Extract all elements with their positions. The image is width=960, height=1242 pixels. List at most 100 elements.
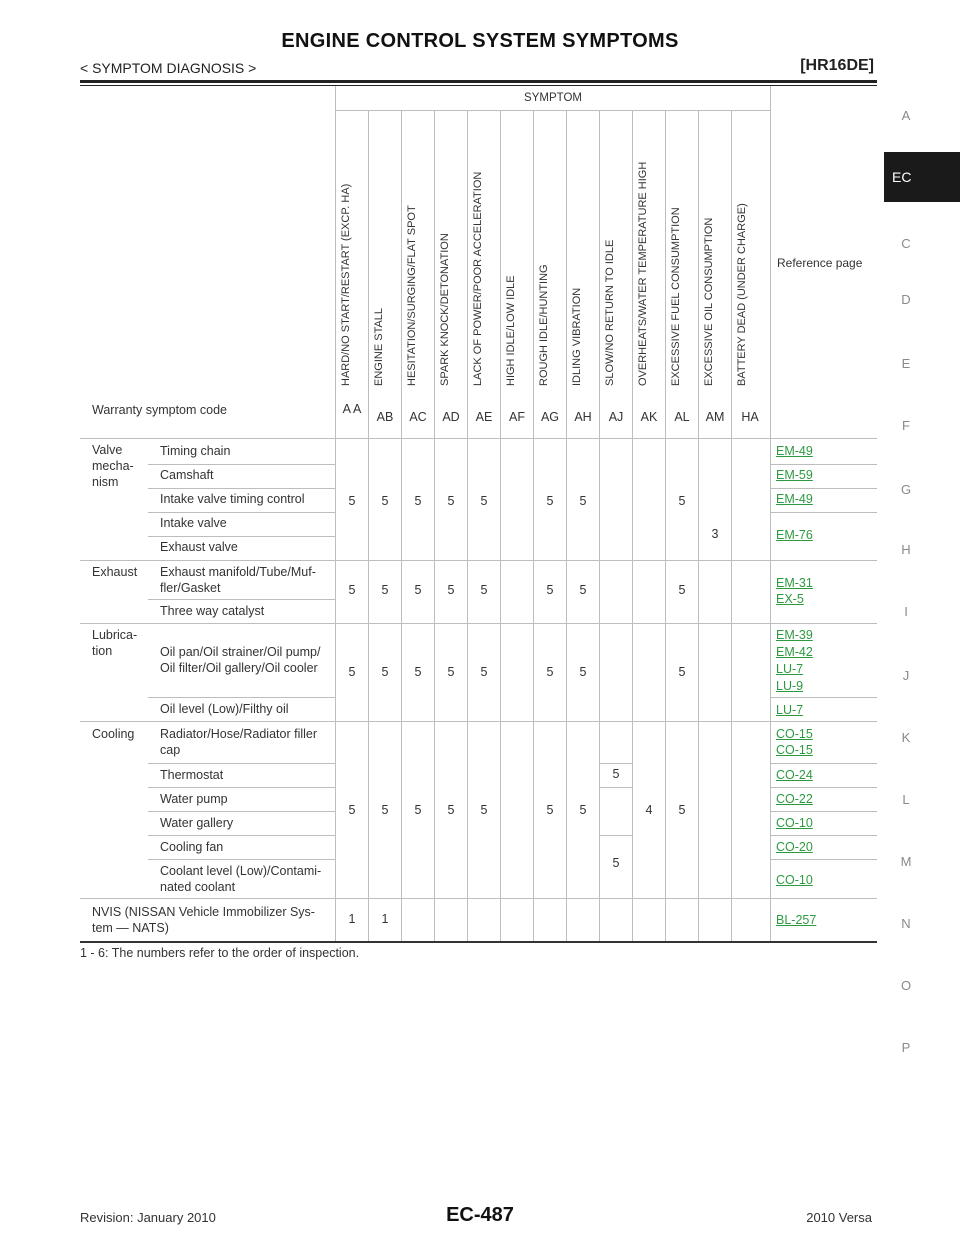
side-index-o[interactable]: O	[900, 978, 912, 993]
value-cell: 5	[381, 494, 389, 508]
value-cell: 5	[447, 583, 455, 597]
ref-link-em39[interactable]: EM-39	[776, 628, 813, 642]
ref-link-co15[interactable]: CO-15	[776, 743, 813, 757]
ref-link-em31[interactable]: EM-31	[776, 576, 813, 590]
row-rule-sub	[599, 787, 632, 788]
col-sep-9	[632, 110, 633, 943]
row-rule-group	[80, 560, 877, 561]
symptom-header: SYMPTOM	[524, 92, 582, 104]
section-label: < SYMPTOM DIAGNOSIS >	[80, 60, 257, 76]
value-cell: 4	[645, 803, 653, 817]
side-index-e[interactable]: E	[901, 356, 911, 371]
item-oil-level: Oil level (Low)/Filthy oil	[160, 702, 289, 716]
col-sep-11	[698, 110, 699, 943]
warranty-code: AM	[705, 410, 725, 424]
item-thermostat: Thermostat	[160, 768, 224, 782]
side-index-ec-active[interactable]: EC	[884, 152, 960, 202]
side-index-g[interactable]: G	[900, 482, 912, 497]
warranty-code: HA	[741, 410, 759, 424]
symptom-label: OVERHEATS/WATER TEMPERATURE HIGH	[637, 161, 649, 386]
item-timing-chain: Timing chain	[160, 444, 231, 458]
group-exhaust: Exhaust	[92, 565, 138, 579]
value-cell: 5	[579, 583, 587, 597]
ref-link-co10[interactable]: CO-10	[776, 873, 813, 887]
side-index-d[interactable]: D	[901, 292, 911, 307]
group-nvis: NVIS (NISSAN Vehicle Immobilizer Sys- te…	[92, 905, 315, 935]
group-lubrication: Lubrica- tion	[92, 628, 138, 658]
warranty-code: AE	[475, 410, 493, 424]
value-cell: 5	[579, 803, 587, 817]
col-sep-3	[434, 110, 435, 943]
ref-link-lu9[interactable]: LU-9	[776, 679, 804, 693]
ref-link-bl257[interactable]: BL-257	[776, 913, 817, 927]
item-intake-valve-timing: Intake valve timing control	[160, 492, 305, 506]
value-cell: 5	[678, 665, 686, 679]
ref-link-lu7[interactable]: LU-7	[776, 703, 804, 717]
value-cell: 3	[711, 527, 719, 541]
footnote: 1 - 6: The numbers refer to the order of…	[80, 946, 360, 960]
value-cell: 1	[381, 912, 389, 926]
value-cell: 5	[414, 803, 422, 817]
side-index-h[interactable]: H	[901, 542, 911, 557]
warranty-code: AD	[442, 410, 460, 424]
ref-link-co22[interactable]: CO-22	[776, 792, 813, 806]
row-rule-sub	[148, 811, 335, 812]
value-cell: 5	[348, 803, 356, 817]
header-rule	[80, 80, 877, 83]
row-rule-ref	[770, 859, 877, 860]
side-index-a[interactable]: A	[901, 108, 911, 123]
ref-link-em49[interactable]: EM-49	[776, 444, 813, 458]
warranty-code: AK	[640, 410, 658, 424]
value-cell: 5	[579, 494, 587, 508]
value-cell: 5	[480, 803, 488, 817]
row-rule-group	[80, 898, 877, 899]
col-sep-1	[368, 110, 369, 943]
value-cell: 5	[546, 494, 554, 508]
ref-link-em76[interactable]: EM-76	[776, 528, 813, 542]
value-cell: 5	[414, 665, 422, 679]
side-index-i[interactable]: I	[904, 604, 908, 619]
row-rule-ref	[770, 697, 877, 698]
value-cell: 5	[546, 665, 554, 679]
col-sep-10	[665, 110, 666, 943]
ref-link-em42[interactable]: EM-42	[776, 645, 813, 659]
ref-link-co24[interactable]: CO-24	[776, 768, 813, 782]
col-sep-7	[566, 110, 567, 943]
item-intake-valve: Intake valve	[160, 516, 227, 530]
page-title: ENGINE CONTROL SYSTEM SYMPTOMS	[281, 30, 679, 52]
group-valve: Valve mecha- nism	[92, 443, 134, 489]
col-sep-4	[467, 110, 468, 943]
item-exhaust-manifold: Exhaust manifold/Tube/Muf- fler/Gasket	[160, 565, 316, 595]
side-index-n[interactable]: N	[901, 916, 911, 931]
model-label: [HR16DE]	[800, 57, 874, 74]
side-index-p[interactable]: P	[901, 1040, 911, 1055]
side-index-c[interactable]: C	[901, 236, 911, 251]
row-rule-ref	[770, 488, 877, 489]
col-sep-0	[335, 86, 336, 943]
col-sep-2	[401, 110, 402, 943]
side-index-m[interactable]: M	[900, 854, 912, 869]
value-cell: 5	[678, 803, 686, 817]
side-index-f[interactable]: F	[902, 418, 910, 433]
ref-link-em49[interactable]: EM-49	[776, 492, 813, 506]
side-index-l[interactable]: L	[902, 792, 910, 807]
symptom-label: ROUGH IDLE/HUNTING	[538, 264, 550, 386]
value-cell: 5	[381, 803, 389, 817]
ref-link-ex5[interactable]: EX-5	[776, 592, 804, 606]
side-index-k[interactable]: K	[901, 730, 911, 745]
item-coolant-level: Coolant level (Low)/Contami- nated coola…	[160, 864, 322, 894]
row-rule-sub	[599, 763, 632, 764]
item-camshaft: Camshaft	[160, 468, 214, 482]
item-radiator: Radiator/Hose/Radiator filler cap	[160, 727, 318, 757]
reference-header: Reference page	[777, 256, 863, 270]
value-cell: 5	[612, 767, 620, 781]
side-index-j[interactable]: J	[902, 668, 910, 683]
ref-link-co15[interactable]: CO-15	[776, 727, 813, 741]
ref-link-lu7[interactable]: LU-7	[776, 662, 804, 676]
symptom-label: SPARK KNOCK/DETONATION	[439, 233, 451, 386]
ref-link-em59[interactable]: EM-59	[776, 468, 813, 482]
value-cell: 5	[447, 665, 455, 679]
ref-link-co20[interactable]: CO-20	[776, 840, 813, 854]
row-rule-sub	[148, 835, 335, 836]
ref-link-co10[interactable]: CO-10	[776, 816, 813, 830]
